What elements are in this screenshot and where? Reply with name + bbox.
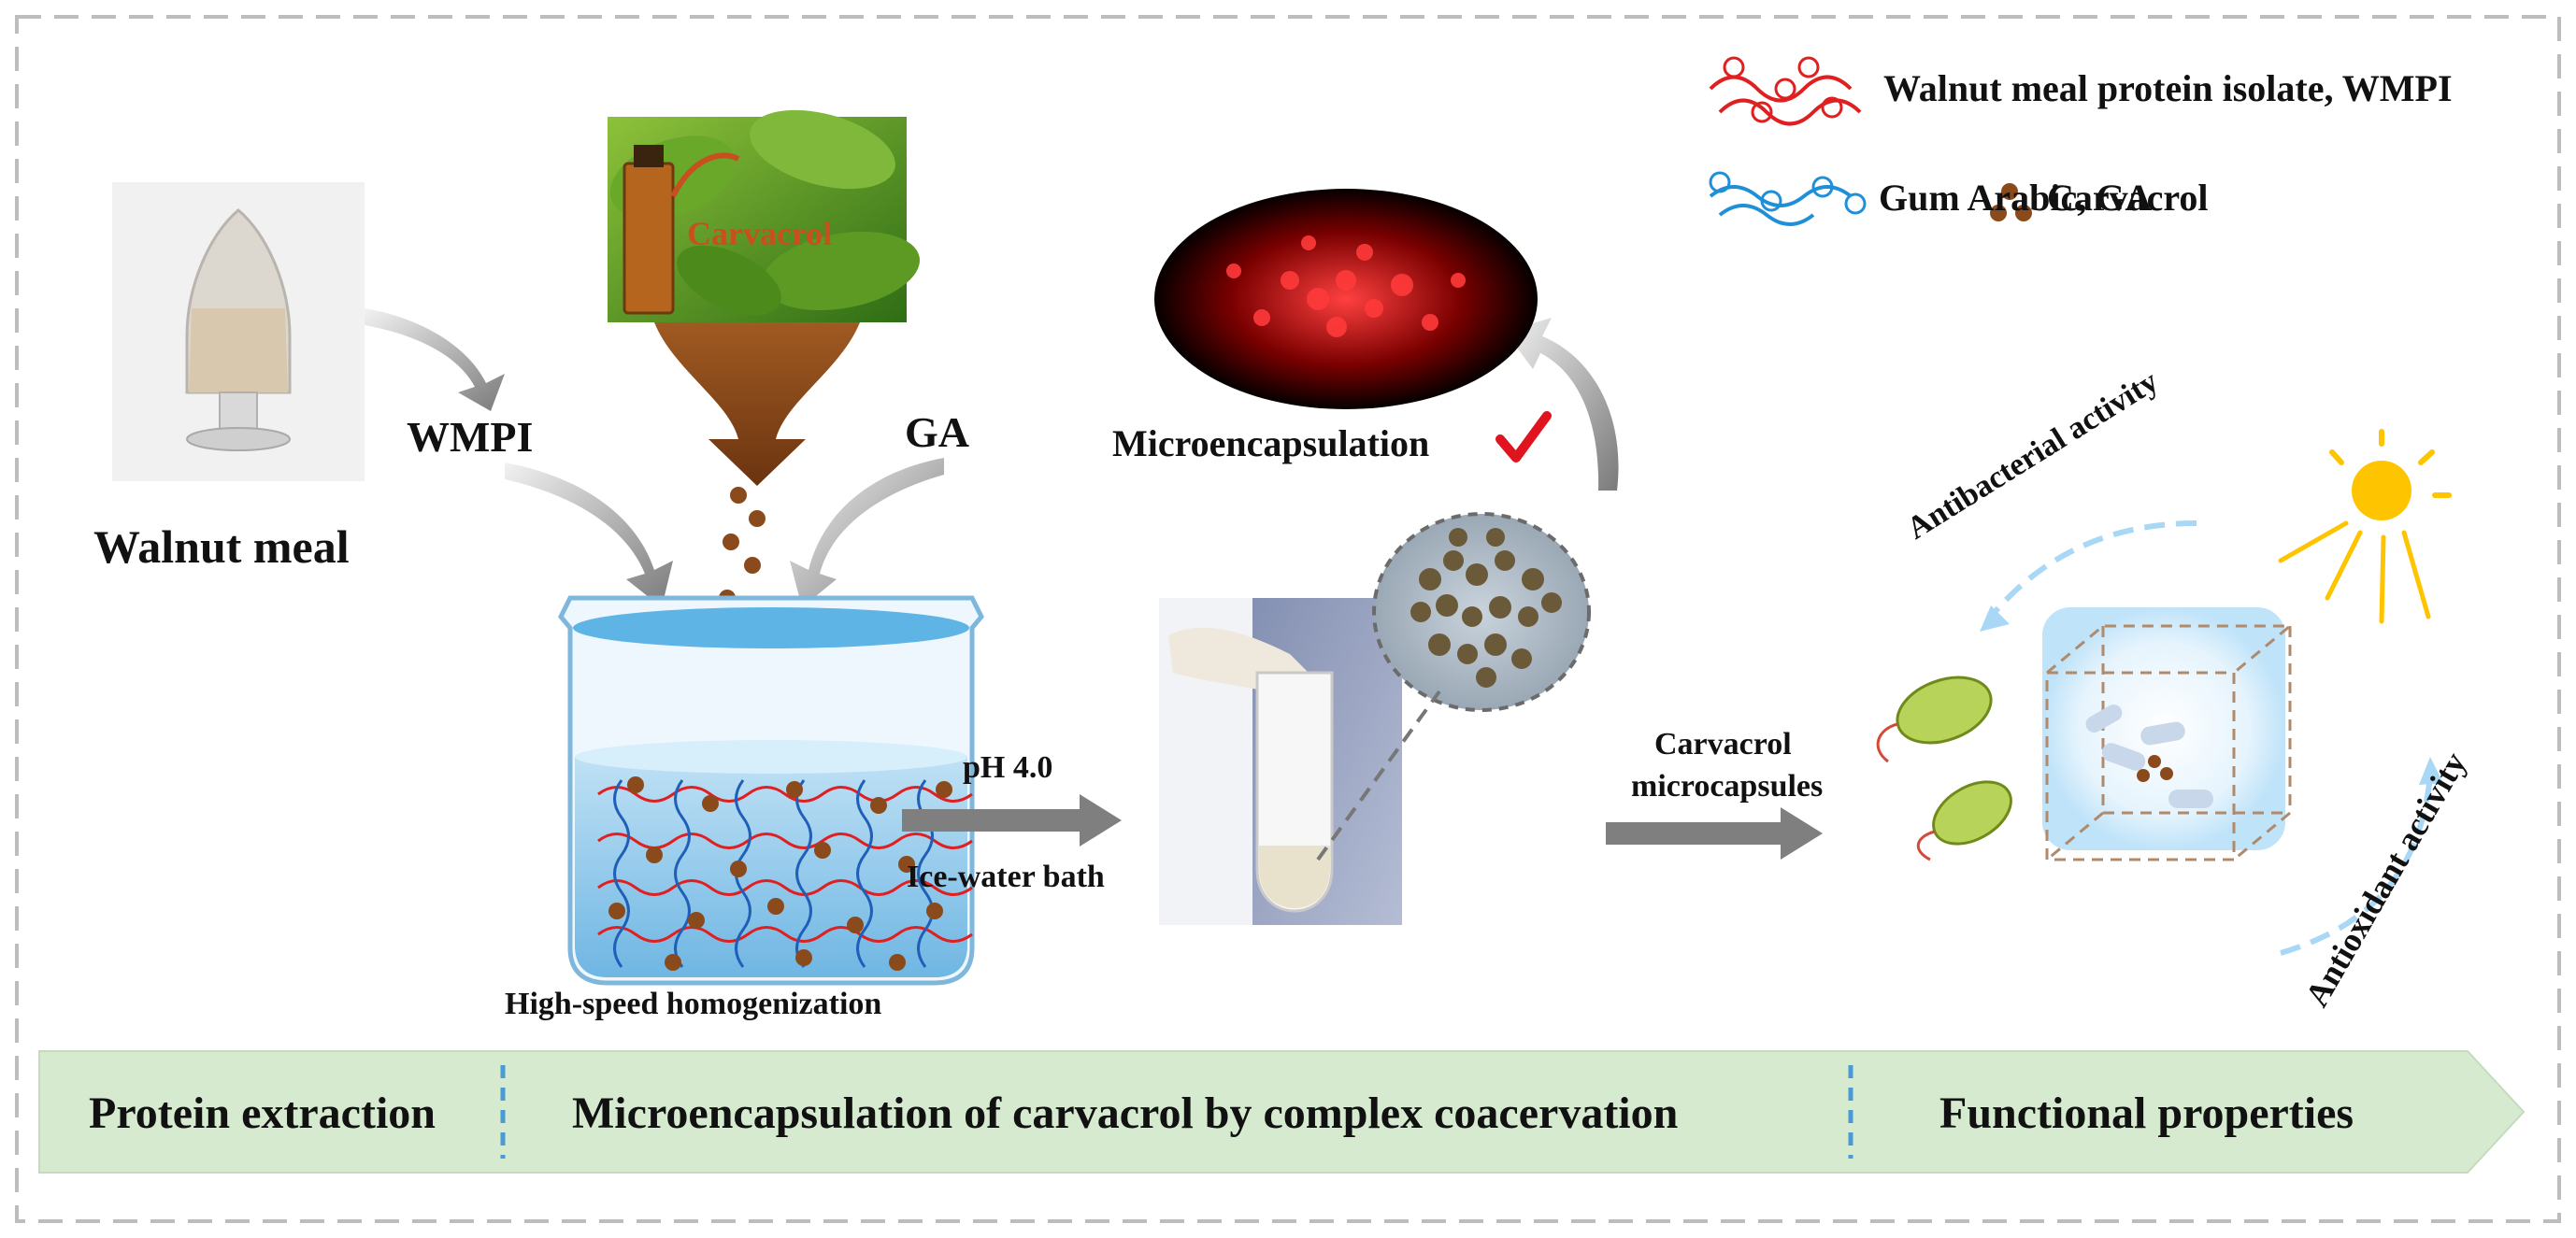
dashed-cube [2045,624,2295,861]
capsule-pills [2085,704,2213,808]
bacteria-1 [1876,676,1993,763]
fluorescence-micrograph [1154,189,1538,409]
microcapsule-cluster [1410,528,1562,688]
ga-to-beaker-arrow [790,458,944,607]
zoom-to-micro-arrow [1505,318,1619,491]
carvacrol-bottle-label: Carvacrol [687,215,833,252]
wmpi-label: WMPI [407,413,534,461]
ph-arrow [902,794,1122,847]
carvacrol-microcapsules-label-1: Carvacrol [1654,727,1792,761]
success-check-icon [1496,411,1552,462]
outer-dashed-frame [15,15,2561,1223]
stage-banner [38,1050,2526,1174]
zoom-guide-line [1316,690,1441,861]
high-speed-label: High-speed homogenization [505,987,882,1021]
legend-carvacrol-label: Carvacrol [2047,177,2209,219]
legend-wmpi-icon [1709,56,1862,126]
bacteria-2 [1917,780,2012,861]
legend-carvacrol-icon [1990,183,2032,221]
walnut-meal-label: Walnut meal [93,520,350,573]
microscope-zoom-circle [1372,512,1591,712]
carvacrol-plant-photo [608,109,920,322]
stage1-label: Protein extraction [89,1089,436,1138]
ph-label: pH 4.0 [963,750,1053,785]
legend-wmpi-label: Walnut meal protein isolate, WMPI [1883,67,2453,109]
wmpi-to-beaker-arrow [505,462,673,607]
legend-ga-icon [1709,171,1867,226]
stage3-label: Functional properties [1939,1089,2354,1138]
carvacrol-microcapsules-label-2: microcapsules [1631,769,1824,804]
tube-photo [1159,598,1402,925]
antioxidant-arrowhead [2419,757,2443,785]
antibacterial-arrowhead [1980,605,2010,632]
ice-bath-label: Ice-water bath [907,860,1105,894]
walnut-to-wmpi-arrow [365,308,505,411]
legend-ga-label: Gum Arabic, GA [1879,177,2153,219]
carvacrol-down-arrow [654,322,860,486]
fluorescent-particles [1226,235,1466,337]
stage2-label: Microencapsulation of carvacrol by compl… [572,1089,1679,1138]
walnut-meal-photo [112,182,365,481]
microcapsules-arrow [1606,807,1823,860]
antioxidant-arc [2280,775,2433,956]
sun-icon [2278,429,2452,624]
beaker [558,595,984,986]
antibacterial-arc [1988,520,2197,619]
ga-label: GA [905,408,969,456]
microencapsulation-label: Microencapsulation [1112,422,1430,464]
